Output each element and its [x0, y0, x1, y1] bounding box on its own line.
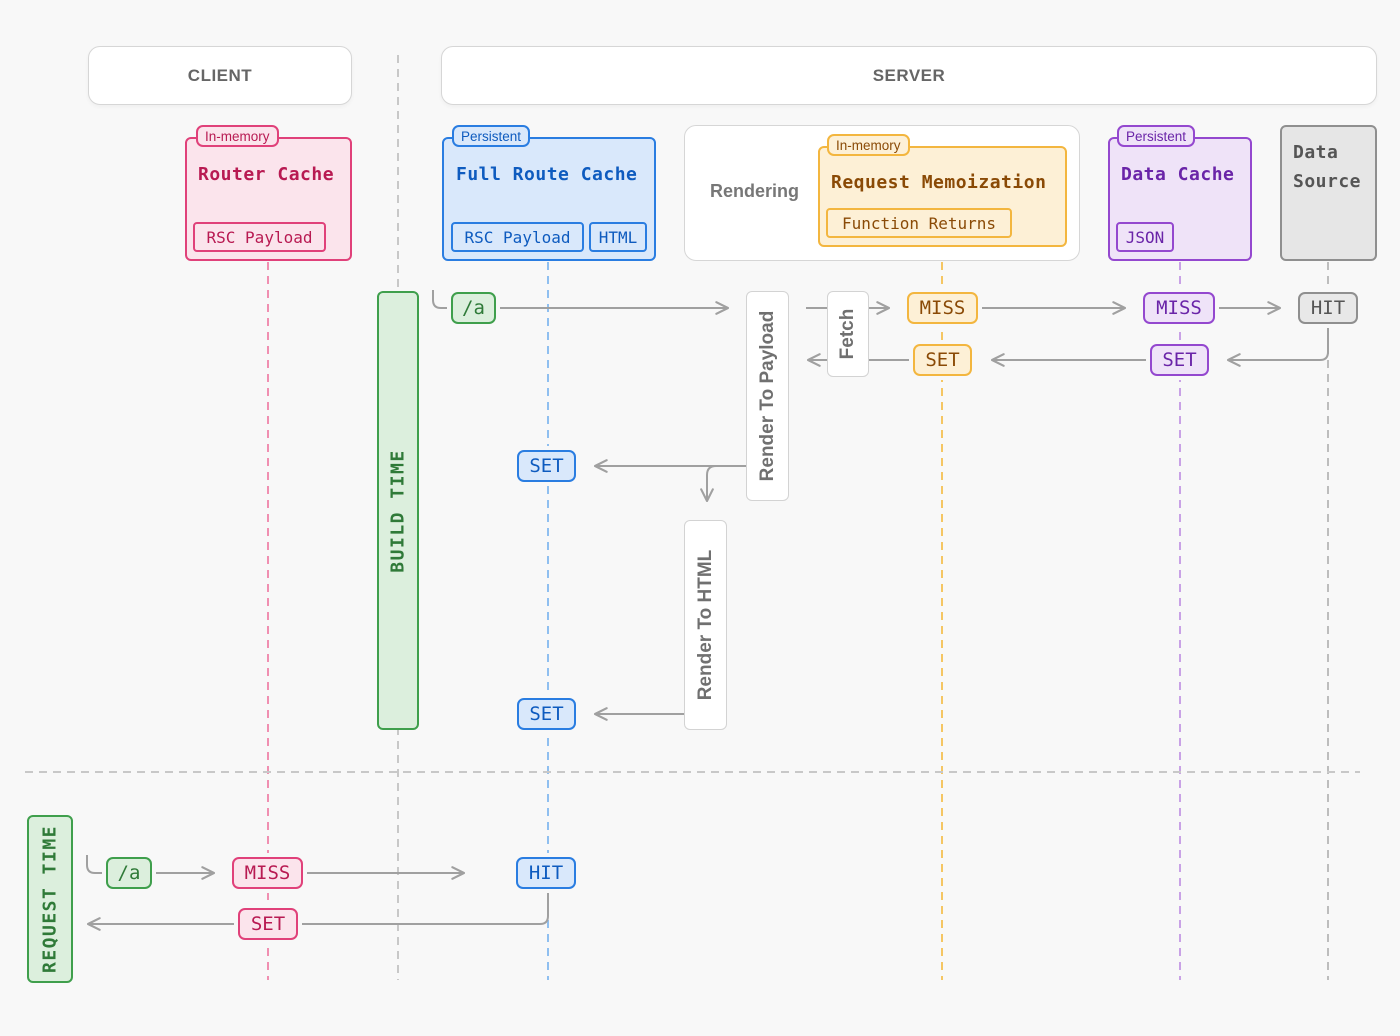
full-route-hit-pill: HIT — [516, 857, 576, 889]
memoization-inmemory-tag: In-memory — [827, 134, 910, 156]
full-route-cache-box: Full Route Cache RSC Payload HTML — [442, 137, 656, 261]
build-route-hook — [432, 290, 452, 309]
router-cache-inmemory-tag: In-memory — [196, 125, 279, 147]
memo-set-pill: SET — [913, 344, 972, 376]
full-route-rsc-payload-chip: RSC Payload — [451, 222, 584, 252]
full-route-persistent-tag: Persistent — [452, 125, 531, 147]
full-route-payload-set-pill: SET — [517, 450, 576, 482]
memo-miss-pill: MISS — [907, 292, 978, 324]
request-memoization-title: Request Memoization — [831, 172, 1047, 193]
rendering-label: Rendering — [710, 181, 800, 201]
render-to-html-box: Render To HTML — [684, 520, 727, 730]
fetch-label: Fetch — [837, 308, 858, 360]
request-route-hook — [86, 855, 106, 874]
render-to-payload-box: Render To Payload — [746, 291, 789, 501]
router-cache-title: Router Cache — [198, 164, 335, 185]
data-cache-persistent-tag: Persistent — [1117, 125, 1196, 147]
router-cache-miss-pill: MISS — [232, 857, 303, 889]
render-to-payload-label: Render To Payload — [756, 310, 778, 482]
request-route-pill: /a — [106, 857, 152, 889]
build-route-pill: /a — [451, 292, 496, 324]
arrow-hit-return — [298, 889, 549, 925]
arrow-payload-to-html — [700, 465, 717, 503]
data-source-title-line1: Data — [1293, 142, 1339, 163]
full-route-html-chip: HTML — [589, 222, 647, 252]
memo-function-returns-chip: Function Returns — [826, 208, 1012, 238]
full-route-cache-title: Full Route Cache — [456, 164, 638, 185]
router-cache-set-pill: SET — [238, 908, 298, 940]
data-source-title-line2: Source — [1293, 171, 1362, 192]
fetch-box: Fetch — [827, 291, 869, 377]
data-source-hit-pill: HIT — [1298, 292, 1358, 324]
render-to-html-label: Render To HTML — [694, 549, 716, 701]
server-header: SERVER — [441, 46, 1377, 105]
router-cache-box: Router Cache RSC Payload — [185, 137, 352, 261]
request-memoization-box: Request Memoization Function Returns — [818, 146, 1067, 247]
request-time-label: REQUEST TIME — [39, 824, 61, 974]
arrow-source-return — [1226, 324, 1329, 367]
request-time-bar: REQUEST TIME — [27, 815, 73, 983]
build-time-bar: BUILD TIME — [377, 291, 419, 730]
client-header: CLIENT — [88, 46, 352, 105]
data-cache-title: Data Cache — [1121, 164, 1235, 185]
data-cache-miss-pill: MISS — [1143, 292, 1215, 324]
router-cache-rsc-payload-chip: RSC Payload — [193, 222, 326, 252]
data-cache-json-chip: JSON — [1116, 222, 1174, 252]
data-cache-set-pill: SET — [1150, 344, 1209, 376]
data-cache-box: Data Cache JSON — [1108, 137, 1252, 261]
full-route-html-set-pill: SET — [517, 698, 576, 730]
build-time-label: BUILD TIME — [387, 448, 409, 573]
data-source-box: Data Source — [1280, 125, 1377, 261]
